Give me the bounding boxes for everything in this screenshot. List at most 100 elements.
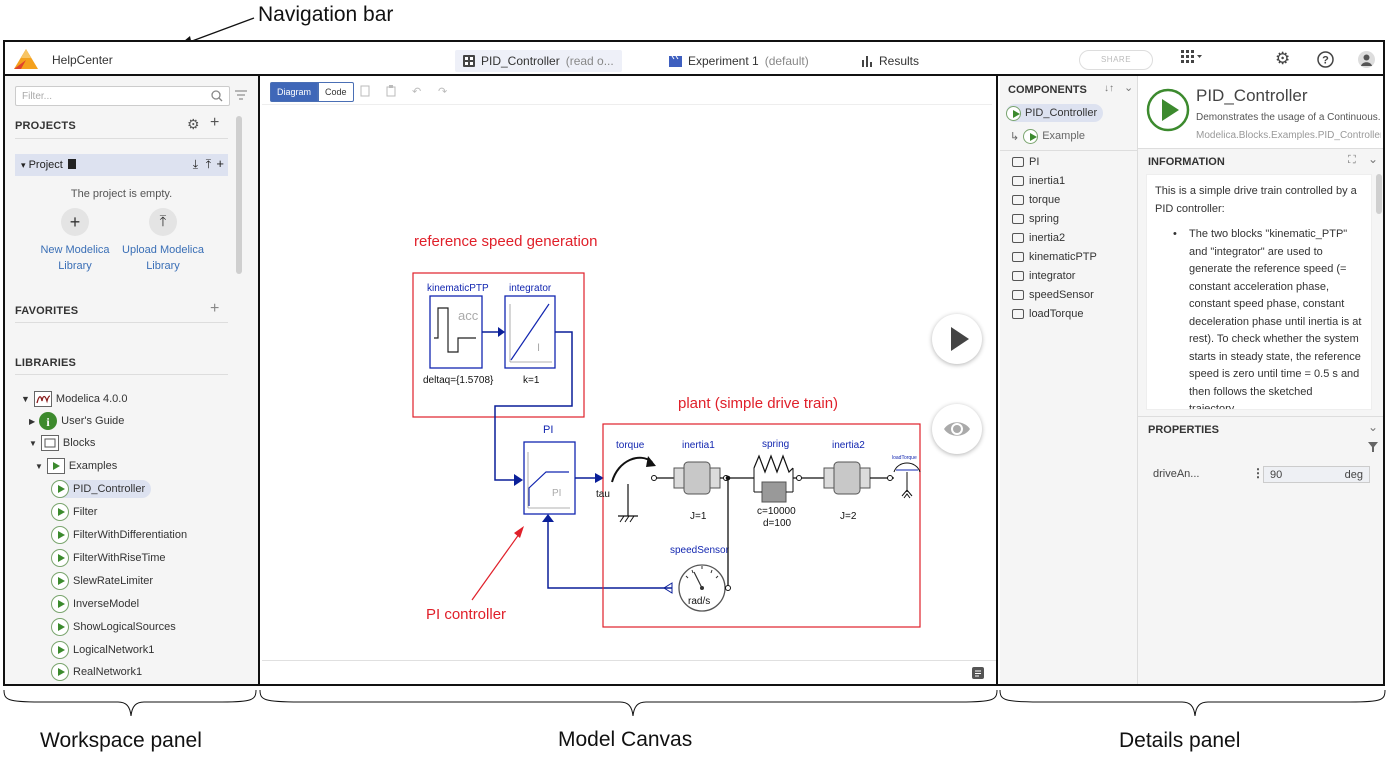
component-item[interactable]: PI [1012, 156, 1039, 168]
filter-funnel-icon[interactable] [1368, 442, 1378, 452]
paste-icon[interactable] [386, 85, 396, 97]
tree-item-slew-rate-limiter[interactable]: SlewRateLimiter [51, 572, 153, 590]
sort-icon[interactable]: ↓↑ [1104, 83, 1114, 94]
projects-settings-icon[interactable]: ⚙ [187, 116, 200, 132]
sensor-component-icon [1012, 290, 1024, 300]
inertia1-block[interactable] [683, 461, 711, 495]
play-icon [51, 641, 69, 659]
tree-item-filter-with-rise-time[interactable]: FilterWithRiseTime [51, 549, 166, 567]
component-item[interactable]: spring [1012, 213, 1059, 225]
component-item[interactable]: inertia1 [1012, 175, 1065, 187]
model-title: PID_Controller [1196, 86, 1308, 105]
model-path: Modelica.Blocks.Examples.PID_Controller [1196, 130, 1381, 141]
tau-label: tau [596, 489, 610, 500]
chevron-down-icon[interactable]: ⌄ [1124, 82, 1134, 94]
chevron-down-icon[interactable]: ⌄ [1368, 420, 1379, 434]
tree-item-pid-controller[interactable]: PID_Controller [51, 480, 152, 498]
component-item[interactable]: torque [1012, 194, 1060, 206]
divider [1138, 416, 1383, 417]
info-intro: This is a simple drive train controlled … [1155, 185, 1357, 215]
play-icon [51, 572, 69, 590]
tree-item-users-guide[interactable]: ▶ i User's Guide [29, 412, 124, 430]
component-item[interactable]: inertia2 [1012, 232, 1065, 244]
new-library-link[interactable]: New Modelica Library [27, 242, 123, 274]
code-tab[interactable]: Code [318, 82, 354, 102]
play-icon [51, 618, 69, 636]
add-project-icon[interactable]: + [210, 114, 220, 131]
tree-item-inverse-model[interactable]: InverseModel [51, 595, 139, 613]
upload-library-icon[interactable]: ⤒ [149, 208, 177, 236]
project-row[interactable]: ▾ Project ⤓ ⤒ + [15, 154, 228, 176]
info-scrollbar[interactable] [1376, 174, 1382, 214]
tree-item-logical-network1[interactable]: LogicalNetwork1 [51, 641, 154, 659]
component-item[interactable]: speedSensor [1012, 289, 1094, 301]
play-icon [1006, 105, 1021, 121]
component-item[interactable]: integrator [1012, 270, 1075, 282]
component-item[interactable]: kinematicPTP [1012, 251, 1097, 263]
tab-results-label: Results [879, 54, 920, 68]
diagram-tab[interactable]: Diagram [270, 82, 319, 102]
apps-grid-icon[interactable] [1181, 49, 1203, 66]
tab-model[interactable]: PID_Controller (read o... [455, 50, 622, 72]
tree-item-blocks[interactable]: ▼ Blocks [29, 434, 95, 452]
chevron-down-icon: ▼ [35, 461, 43, 471]
torque-block[interactable] [611, 456, 653, 483]
settings-gear-icon[interactable]: ⚙ [1275, 49, 1291, 68]
component-example[interactable]: ↳ Example [1010, 127, 1085, 145]
tree-item-label: Modelica 4.0.0 [55, 393, 128, 405]
copy-icon[interactable] [360, 85, 370, 97]
load-torque-component-icon [1012, 309, 1024, 319]
divider [1000, 150, 1138, 151]
torque-component-icon [1012, 195, 1024, 205]
app-logo-icon[interactable] [13, 48, 39, 70]
model-diagram[interactable]: reference speed generation kinematicPTP … [262, 76, 998, 676]
rads-label: rad/s [688, 596, 710, 607]
add-favorite-icon[interactable]: + [210, 300, 220, 317]
tree-item-real-network1[interactable]: RealNetwork1 [51, 663, 142, 681]
divider [262, 104, 992, 105]
chevron-down-icon[interactable]: ⌄ [1368, 152, 1379, 166]
tree-item-show-logical-sources[interactable]: ShowLogicalSources [51, 618, 176, 636]
new-library-plus-icon[interactable]: + [61, 208, 89, 236]
component-item[interactable]: loadTorque [1012, 308, 1083, 320]
tree-item-filter-with-differentiation[interactable]: FilterWithDifferentiation [51, 526, 187, 544]
add-icon[interactable]: + [216, 156, 224, 171]
component-label: speedSensor [1029, 289, 1094, 301]
speed-sensor-label: speedSensor [670, 545, 730, 556]
tree-item-filter[interactable]: Filter [51, 503, 97, 521]
component-root[interactable]: PID_Controller [1006, 104, 1104, 122]
simulate-button[interactable] [932, 314, 982, 364]
redo-icon[interactable]: ↷ [438, 86, 448, 98]
component-label: torque [1029, 194, 1061, 206]
kinematic-component-icon [1012, 252, 1024, 262]
notes-icon[interactable] [972, 667, 984, 679]
expand-icon[interactable]: ⛶ [1348, 154, 1356, 166]
upload-library-link[interactable]: Upload Modelica Library [115, 242, 211, 274]
view-button[interactable] [932, 404, 982, 454]
upload-icon[interactable]: ⤒ [205, 157, 211, 171]
search-icon[interactable] [211, 90, 223, 102]
inertia1-j-label: J=1 [690, 511, 707, 522]
help-icon[interactable]: ? [1317, 51, 1334, 68]
undo-icon[interactable]: ↶ [412, 86, 422, 98]
pi-block[interactable] [523, 441, 576, 515]
load-torque-block[interactable] [893, 462, 921, 473]
spring-block[interactable] [753, 454, 794, 474]
download-icon[interactable]: ⤓ [192, 157, 198, 171]
tree-item-modelica[interactable]: ▼ Modelica 4.0.0 [21, 390, 127, 408]
inertia2-block[interactable] [833, 461, 861, 495]
tree-item-examples[interactable]: ▼ Examples [35, 457, 117, 475]
model-play-icon[interactable] [1146, 88, 1190, 132]
property-value-input[interactable]: 90 deg [1263, 466, 1370, 483]
user-avatar-icon[interactable] [1358, 51, 1375, 68]
projects-scrollbar[interactable] [236, 116, 242, 274]
annotation-navigation-bar: Navigation bar [258, 3, 394, 26]
filter-input[interactable]: Filter... [15, 86, 230, 106]
brand-label[interactable]: HelpCenter [52, 53, 113, 67]
share-button[interactable]: SHARE [1079, 50, 1153, 70]
tab-experiment[interactable]: Experiment 1 (default) [661, 50, 817, 72]
tab-results[interactable]: Results [853, 50, 927, 72]
sort-filter-icon[interactable] [235, 90, 247, 100]
torque-label: torque [616, 440, 645, 451]
kebab-menu-icon[interactable]: ⋮ [1252, 466, 1264, 480]
